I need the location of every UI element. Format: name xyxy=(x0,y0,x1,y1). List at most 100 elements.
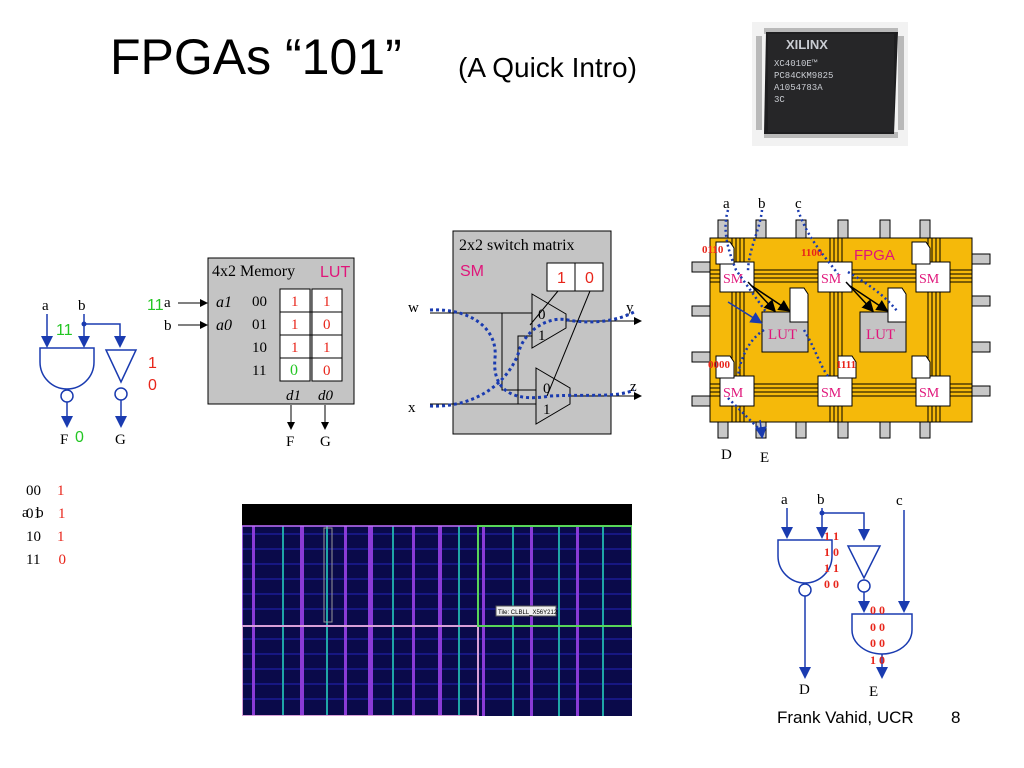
output-f-label: F xyxy=(60,432,68,448)
config-1111: 1111 xyxy=(836,359,856,371)
logic-gates-left: a b 11 F 0 G 1 0 xyxy=(39,298,157,448)
memory-lut-diagram: 4x2 Memory LUT 11 a b a1 a0 00 01 10 11 … xyxy=(147,257,355,450)
nand-row-4: 0 0 xyxy=(824,577,839,591)
slide-subtitle: (A Quick Intro) xyxy=(458,52,637,83)
logic-gates-right: a b c D E 1 1 1 0 1 1 0 0 0 0 0 0 0 0 1 … xyxy=(777,492,913,700)
memory-title: 4x2 Memory xyxy=(212,263,295,280)
input-w: w xyxy=(408,300,419,316)
memory-output-f: F xyxy=(286,434,294,450)
svg-text:0: 0 xyxy=(323,363,331,379)
fpga-output-e: E xyxy=(760,450,769,466)
svg-text:SM: SM xyxy=(821,272,842,287)
svg-text:SM: SM xyxy=(919,386,940,401)
fpga-label: FPGA xyxy=(854,247,895,264)
fpga-layout-screenshot: Tile: CLBLL_X56Y212 xyxy=(242,504,632,716)
fpga-input-b: b xyxy=(758,196,766,212)
g-value-2: 0 xyxy=(148,377,157,394)
nand-row-1: 1 1 xyxy=(824,529,839,543)
memory-input-b: b xyxy=(164,318,172,334)
fpga-input-a: a xyxy=(723,196,730,212)
lut-label: LUT xyxy=(320,264,350,281)
data-d1: d1 xyxy=(286,388,301,404)
output-z: z xyxy=(630,379,637,395)
output-y: y xyxy=(626,300,634,316)
right-input-a: a xyxy=(781,492,788,508)
svg-text:0: 0 xyxy=(290,362,298,379)
right-nand-gate xyxy=(777,539,833,584)
truth-table-header: a b xyxy=(22,505,44,521)
svg-text:0: 0 xyxy=(538,307,546,323)
right-not-gate xyxy=(846,545,882,580)
svg-text:11: 11 xyxy=(252,363,266,379)
svg-text:1: 1 xyxy=(291,317,299,333)
svg-text:1: 1 xyxy=(291,340,299,356)
or-row-1: 0 0 xyxy=(870,620,885,634)
nand-row-3: 1 1 xyxy=(824,561,839,575)
chip-line-2: PC84CKM9825 xyxy=(774,71,833,81)
page-number: 8 xyxy=(951,708,961,727)
memory-input-value: 11 xyxy=(147,297,164,314)
fpga-diagram: a b c FPGA SM SM SM SM SM SM xyxy=(691,196,991,466)
footer-author: Frank Vahid, UCR xyxy=(777,708,914,727)
svg-text:1: 1 xyxy=(538,328,546,344)
input-x: x xyxy=(408,400,416,416)
svg-text:10: 10 xyxy=(252,340,267,356)
truth-table: a b xyxy=(22,459,44,545)
config-bit-0: 0 xyxy=(585,270,594,287)
svg-text:1: 1 xyxy=(543,402,551,418)
sm-block xyxy=(817,375,853,407)
svg-text:1: 1 xyxy=(323,294,331,310)
config-bit-1: 1 xyxy=(557,270,566,287)
svg-text:0: 0 xyxy=(543,381,551,397)
sm-block xyxy=(915,375,951,407)
or-header: 0 0 xyxy=(870,603,885,617)
input-b-label: b xyxy=(78,298,86,314)
fpga-input-c: c xyxy=(795,196,802,212)
nand-gate xyxy=(39,347,95,390)
svg-text:SM: SM xyxy=(723,386,744,401)
svg-text:LUT: LUT xyxy=(768,327,797,343)
data-d0: d0 xyxy=(318,388,334,404)
svg-text:SM: SM xyxy=(821,386,842,401)
svg-text:1: 1 xyxy=(291,294,299,310)
tile-label: Tile: CLBLL_X56Y212 xyxy=(498,610,558,616)
sm-block xyxy=(915,261,951,293)
g-value-1: 1 xyxy=(148,355,157,372)
input-a-label: a xyxy=(42,298,49,314)
sm-label: SM xyxy=(460,263,484,280)
or-row-3: 1 0 xyxy=(870,653,885,667)
svg-text:0: 0 xyxy=(323,317,331,333)
right-or-gate xyxy=(851,613,913,655)
svg-text:SM: SM xyxy=(919,272,940,287)
nand-row-2: 1 0 xyxy=(824,545,839,559)
svg-text:1: 1 xyxy=(323,340,331,356)
right-input-b: b xyxy=(817,492,825,508)
output-g-label: G xyxy=(115,432,126,448)
addr-a0: a0 xyxy=(216,317,232,334)
chip-line-4: 3C xyxy=(774,95,785,105)
chip-line-1: XC4010E™ xyxy=(774,59,818,69)
chip-line-3: A1054783A xyxy=(774,83,823,93)
right-output-e: E xyxy=(869,684,878,700)
xilinx-chip-photo: XILINX XC4010E™ PC84CKM9825 A1054783A 3C xyxy=(752,22,908,146)
input-value: 11 xyxy=(56,322,73,339)
memory-output-g: G xyxy=(320,434,331,450)
slide-title: FPGAs “101” xyxy=(110,29,402,85)
not-gate xyxy=(104,349,138,384)
sm-block xyxy=(719,375,755,407)
chip-brand: XILINX xyxy=(786,37,828,52)
svg-text:SM: SM xyxy=(723,272,744,287)
or-row-2: 0 0 xyxy=(870,636,885,650)
memory-input-a: a xyxy=(164,295,171,311)
config-0000: 0000 xyxy=(708,359,731,371)
sm-block xyxy=(719,261,755,293)
mux-bottom xyxy=(535,367,571,425)
right-input-c: c xyxy=(896,493,903,509)
right-output-d: D xyxy=(799,682,810,698)
addr-a1: a1 xyxy=(216,294,232,311)
